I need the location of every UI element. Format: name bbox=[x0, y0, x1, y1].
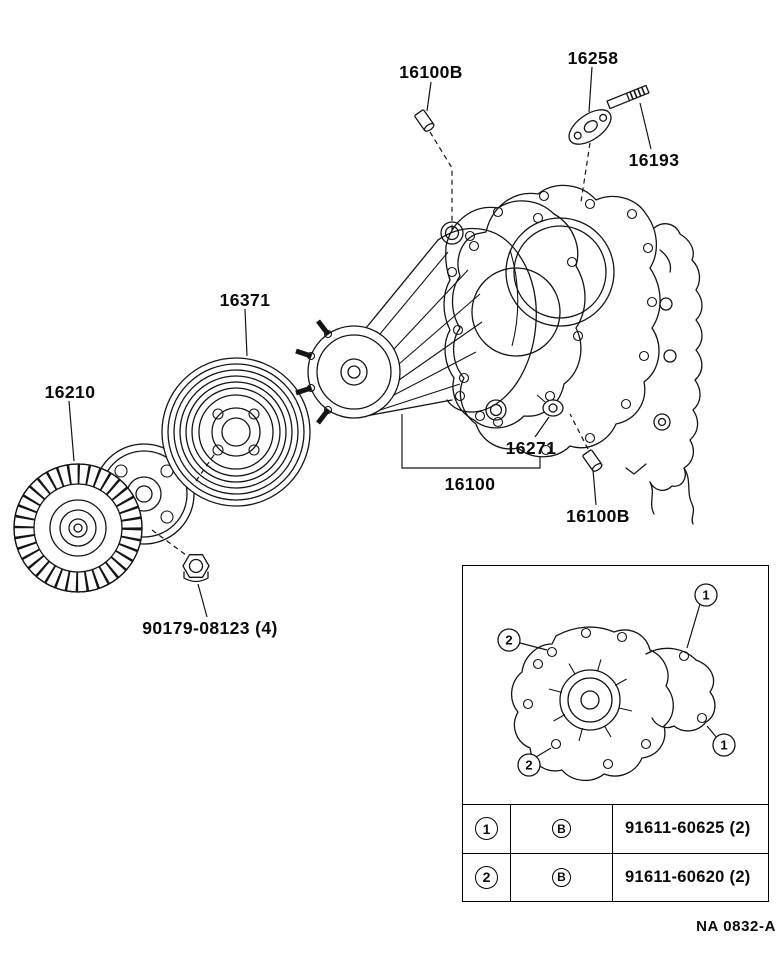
callout-1-top: 1 bbox=[694, 583, 718, 607]
table-row-2: 2 B 91611-60620 (2) bbox=[463, 852, 768, 902]
part-label-16271: 16271 bbox=[505, 438, 557, 458]
table-cell-code: B bbox=[511, 805, 613, 853]
table-row-1: 1 B 91611-60625 (2) bbox=[463, 805, 768, 853]
callout-2-left: 2 bbox=[497, 628, 521, 652]
stud-bolt-16193-drawing bbox=[606, 84, 650, 110]
part-label-16100b-bottom: 16100B bbox=[566, 506, 630, 526]
part-label-16210: 16210 bbox=[44, 382, 96, 402]
page-code: NA 0832-A bbox=[696, 918, 776, 935]
callout-1-bottom: 1 bbox=[712, 733, 736, 757]
table-cell-part: 91611-60620 (2) bbox=[613, 854, 768, 902]
stud-16100b-bottom-drawing bbox=[582, 449, 603, 472]
part-label-90179-08123: 90179-08123 (4) bbox=[142, 618, 278, 638]
bolt-code-badge-1: B bbox=[552, 819, 571, 839]
callout-2-left-number: 2 bbox=[505, 633, 512, 648]
table-cell-callout: 2 bbox=[463, 853, 511, 901]
callout-1-top-number: 1 bbox=[702, 588, 709, 603]
part-label-16100b-top: 16100B bbox=[399, 62, 463, 82]
callout-badge-2: 2 bbox=[475, 865, 498, 889]
inset-pump-rear-view: 1 2 2 1 bbox=[497, 583, 736, 781]
label-leader-lines bbox=[68, 66, 652, 618]
alignment-dashed-lines bbox=[151, 131, 591, 556]
fan-clutch-drawing bbox=[13, 463, 143, 593]
part-number-2: 91611-60620 (2) bbox=[625, 867, 751, 886]
backing-plate-drawing bbox=[443, 200, 586, 429]
bolt-code-badge-2: B bbox=[552, 867, 571, 887]
callout-badge-1: 1 bbox=[475, 817, 498, 841]
part-label-16100: 16100 bbox=[444, 474, 496, 494]
water-pump-drawing bbox=[295, 221, 537, 425]
part-number-1: 91611-60625 (2) bbox=[625, 819, 751, 838]
inset-panel: 1 B 91611-60625 (2) 2 B 91611-60620 (2) bbox=[462, 565, 769, 902]
engine-block-drawing bbox=[625, 223, 703, 525]
part-label-16371: 16371 bbox=[219, 290, 271, 310]
bolt-legend-table: 1 B 91611-60625 (2) 2 B 91611-60620 (2) bbox=[463, 804, 768, 901]
boss-16271-drawing bbox=[536, 394, 564, 417]
callout-1-bottom-number: 1 bbox=[720, 738, 727, 753]
table-cell-part: 91611-60625 (2) bbox=[613, 805, 768, 853]
nut-drawing bbox=[182, 554, 210, 583]
pulley-drawing bbox=[161, 357, 311, 507]
table-cell-code: B bbox=[511, 853, 613, 901]
stud-16100b-top-drawing bbox=[414, 109, 435, 132]
table-cell-callout: 1 bbox=[463, 805, 511, 853]
part-label-16258: 16258 bbox=[567, 48, 619, 68]
part-label-16193: 16193 bbox=[628, 150, 680, 170]
callout-2-bottom: 2 bbox=[517, 753, 541, 777]
callout-2-bottom-number: 2 bbox=[525, 758, 532, 773]
gasket-16258-drawing bbox=[568, 109, 612, 145]
